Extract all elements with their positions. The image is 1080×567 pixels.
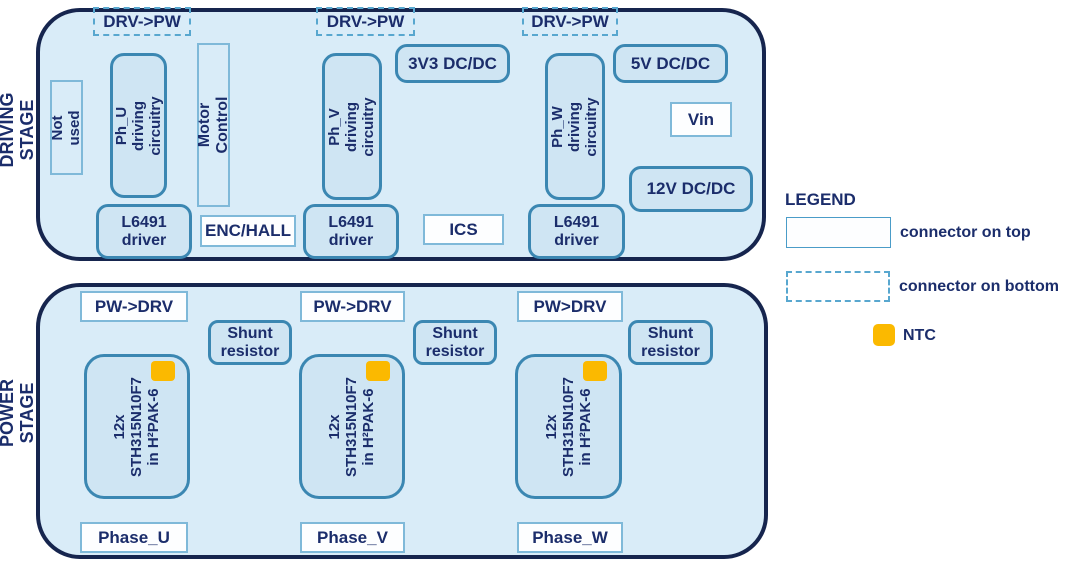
legend-ntc-swatch bbox=[873, 324, 895, 346]
shunt-resistor-w-box: Shunt resistor bbox=[628, 320, 713, 365]
mosfet-block-w-label: 12x STH315N10F7 in H²PAK-6 bbox=[542, 376, 593, 477]
mosfet-block-v: 12x STH315N10F7 in H²PAK-6 bbox=[299, 354, 405, 499]
enc-hall-connector-box: ENC/HALL bbox=[200, 215, 296, 247]
connector-drv-pw-2: DRV->PW bbox=[316, 7, 415, 36]
legend-ntc-label: NTC bbox=[903, 327, 936, 344]
ntc-indicator-u bbox=[151, 361, 175, 381]
legend-connector-top-swatch bbox=[786, 217, 891, 248]
phase-w-connector: Phase_W bbox=[517, 522, 623, 553]
mosfet-block-w: 12x STH315N10F7 in H²PAK-6 bbox=[515, 354, 622, 499]
l6491-driver-w-box: L6491 driver bbox=[528, 204, 625, 259]
ph-v-driving-circuitry-label: Ph_V driving circuitry bbox=[325, 96, 377, 157]
ph-v-driving-circuitry-box: Ph_V driving circuitry bbox=[322, 53, 382, 200]
dcdc-5v-box: 5V DC/DC bbox=[613, 44, 728, 83]
motor-control-box: Motor Control bbox=[195, 43, 231, 207]
ics-connector-box: ICS bbox=[423, 214, 504, 245]
shunt-resistor-v-box: Shunt resistor bbox=[413, 320, 497, 365]
driving-stage-label: DRIVING STAGE bbox=[0, 52, 37, 207]
legend-connector-bottom-label: connector on bottom bbox=[899, 278, 1059, 295]
phase-u-connector: Phase_U bbox=[80, 522, 188, 553]
ph-u-driving-circuitry-label: Ph_U driving circuitry bbox=[112, 95, 163, 156]
connector-pw-drv-3: PW>DRV bbox=[517, 291, 623, 322]
connector-pw-drv-2: PW->DRV bbox=[300, 291, 405, 322]
l6491-driver-u-box: L6491 driver bbox=[96, 204, 192, 259]
driving-stage-label-text: DRIVING STAGE bbox=[0, 91, 37, 168]
vin-connector-box: Vin bbox=[670, 102, 732, 137]
legend-connector-bottom-swatch bbox=[786, 271, 890, 302]
ntc-indicator-w bbox=[583, 361, 607, 381]
not-used-box: Not used bbox=[48, 80, 83, 175]
shunt-resistor-u-box: Shunt resistor bbox=[208, 320, 292, 365]
ph-u-driving-circuitry-box: Ph_U driving circuitry bbox=[110, 53, 167, 198]
ntc-indicator-v bbox=[366, 361, 390, 381]
dcdc-12v-box: 12V DC/DC bbox=[629, 166, 753, 212]
not-used-label: Not used bbox=[48, 109, 83, 145]
mosfet-block-v-label: 12x STH315N10F7 in H²PAK-6 bbox=[325, 376, 377, 477]
ph-w-driving-circuitry-box: Ph_W driving circuitry bbox=[545, 53, 605, 200]
power-stage-label-text: POWER STAGE bbox=[0, 378, 37, 448]
power-stage-label: POWER STAGE bbox=[0, 342, 37, 484]
dcdc-3v3-box: 3V3 DC/DC bbox=[395, 44, 510, 83]
l6491-driver-v-box: L6491 driver bbox=[303, 204, 399, 259]
ph-w-driving-circuitry-label: Ph_W driving circuitry bbox=[548, 96, 600, 157]
connector-pw-drv-1: PW->DRV bbox=[80, 291, 188, 322]
connector-drv-pw-1: DRV->PW bbox=[93, 7, 191, 36]
phase-v-connector: Phase_V bbox=[300, 522, 405, 553]
legend-title: LEGEND bbox=[785, 190, 856, 209]
mosfet-block-u-label: 12x STH315N10F7 in H²PAK-6 bbox=[110, 376, 162, 477]
motor-control-label: Motor Control bbox=[195, 96, 231, 154]
mosfet-block-u: 12x STH315N10F7 in H²PAK-6 bbox=[84, 354, 190, 499]
connector-drv-pw-3: DRV->PW bbox=[522, 7, 618, 36]
legend-connector-top-label: connector on top bbox=[900, 224, 1031, 241]
